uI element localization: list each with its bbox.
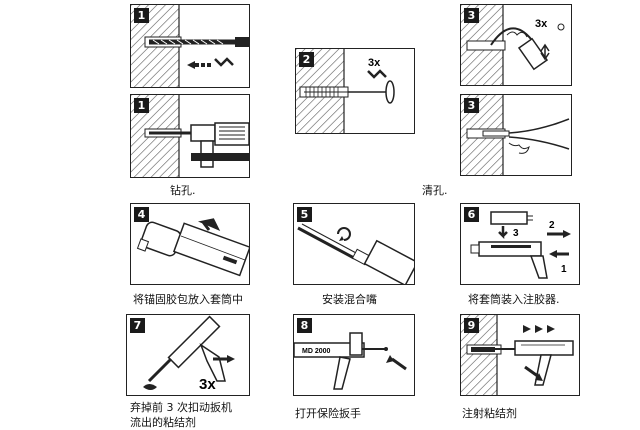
foil-pack-illustration: [136, 218, 249, 277]
load-dispenser-illustration: 3 2 1: [470, 211, 571, 279]
repeat-count-label: 3x: [368, 57, 381, 69]
step-number: 1: [134, 8, 149, 23]
callout-3: 3: [513, 228, 519, 239]
step-number: 9: [464, 318, 479, 333]
step-number: 3: [464, 8, 479, 23]
repeat-count-label: 3x: [199, 376, 216, 393]
step-number: 1: [134, 98, 149, 113]
step-number: 3: [464, 98, 479, 113]
step-3-caption: 清孔.: [422, 184, 448, 197]
step-6-load-dispenser-panel: 6 3 2 1: [460, 203, 580, 285]
step-7-discard-panel: 7 3x: [126, 314, 250, 396]
step-8-release-lever-panel: 8 MD 2000: [293, 314, 415, 396]
step-number: 5: [297, 207, 312, 222]
discard-illustration: 3x: [143, 315, 235, 393]
callout-1: 1: [561, 264, 567, 275]
step-5-mixer-nozzle-panel: 5: [293, 203, 415, 285]
step-3-blow-pump-panel: 3 3x: [460, 4, 572, 86]
step-number: 6: [464, 207, 479, 222]
step-number: 2: [299, 52, 314, 67]
step-6-caption: 将套筒装入注胶器.: [468, 293, 560, 306]
step-2-brush-panel: 2 3x: [295, 48, 415, 134]
step-5-caption: 安装混合嘴: [322, 293, 377, 306]
step-8-caption: 打开保险扳手: [295, 407, 361, 420]
inject-illustration: [461, 315, 574, 395]
step-number: 8: [297, 318, 312, 333]
step-4-foil-pack-panel: 4: [130, 203, 250, 285]
device-label: MD 2000: [302, 348, 331, 355]
release-lever-illustration: MD 2000: [294, 332, 407, 390]
drill-illustration: [131, 5, 249, 87]
repeat-count-label: 3x: [535, 18, 548, 30]
step-3-pump-in-hole-panel: 3: [460, 94, 572, 176]
step-9-inject-panel: 9: [460, 314, 580, 396]
callout-2: 2: [549, 220, 555, 231]
step-7-caption-line-1: 弃掉前 3 次扣动扳机: [130, 401, 232, 414]
step-number: 4: [134, 207, 149, 222]
step-7-caption-line-2: 流出的粘结剂: [130, 416, 196, 429]
step-1-caption: 钻孔.: [170, 184, 196, 197]
step-1-hammer-drill-panel: 1: [130, 94, 250, 178]
step-1-drill-panel: 1: [130, 4, 250, 88]
step-number: 7: [130, 318, 145, 333]
step-4-caption: 将锚固胶包放入套筒中: [133, 293, 243, 306]
step-9-caption: 注射粘结剂: [462, 407, 517, 420]
mixer-nozzle-illustration: [297, 223, 414, 284]
